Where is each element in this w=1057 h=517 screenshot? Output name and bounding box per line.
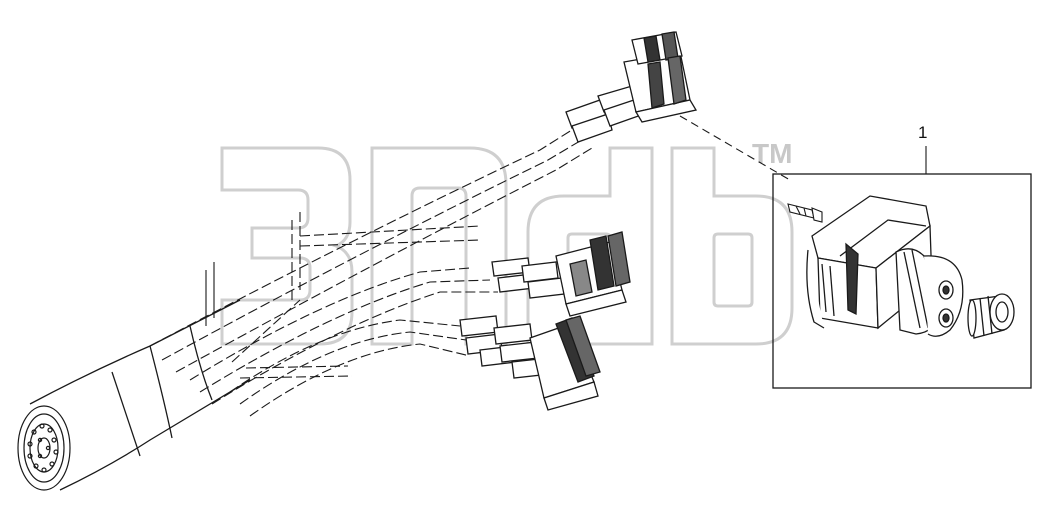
detail-terminal-pin [787,203,823,223]
branch-wires [149,127,593,417]
svg-text:1: 1 [918,123,927,142]
detail-box [772,173,1032,389]
watermark-tm: TM [752,138,792,169]
round-connector-end [17,405,71,491]
branch-wire-solids [205,262,215,326]
detail-leader-line [679,115,791,181]
connector-middle [491,231,631,317]
connector-lower [459,315,601,411]
harness-trunk [29,299,251,491]
callout-1-label: 1 [918,123,927,142]
detail-seal-grommet [895,248,964,337]
detail-blanking-plug [967,293,1015,339]
connector-top [565,31,698,143]
svg-text:TM: TM [752,138,792,169]
